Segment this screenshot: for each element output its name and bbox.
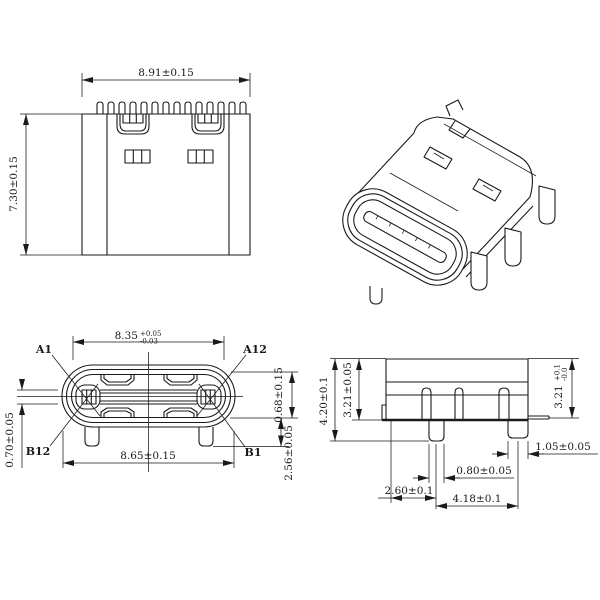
side-leg-offset-dim: 2.60±0.1 (385, 485, 434, 497)
pin-label-b12: B12 (26, 445, 51, 458)
front-view: A1 A12 B12 B1 8.35 +0.05 -0.03 8.65±0.15… (4, 330, 298, 481)
top-width-dim: 8.91±0.15 (138, 67, 194, 79)
side-right-leg-dim: 1.05±0.05 (535, 441, 591, 453)
side-leg-pitch-dim: 4.18±0.1 (453, 493, 502, 505)
side-view: 4.20±0.1 3.21±0.05 3.21 +0.1 -0.0 1.05±0… (318, 358, 598, 509)
side-body-height-dim: 3.21±0.05 (342, 362, 354, 418)
front-right-lower-dim: 2.56±0.05 (283, 425, 295, 481)
side-right-dim-tol-plus: +0.1 (554, 364, 562, 381)
front-right-upper-dim: 0.68±0.15 (273, 367, 285, 423)
side-left-leg-dim: 0.80±0.05 (456, 465, 512, 477)
pin-label-b1: B1 (245, 446, 262, 459)
pin-label-a12: A12 (242, 343, 267, 356)
front-top-dim-tol-minus: -0.03 (140, 338, 158, 346)
pin-label-a1: A1 (35, 343, 52, 356)
top-view: 8.91±0.15 7.30±0.15 (8, 67, 251, 256)
side-height-dim: 4.20±0.1 (318, 377, 330, 426)
top-height-dim: 7.30±0.15 (8, 156, 20, 212)
front-top-dim-tol-plus: +0.05 (140, 330, 161, 338)
side-right-dim-tol-minus: -0.0 (561, 368, 569, 382)
side-right-dim: 3.21 (553, 385, 565, 408)
front-left-dim: 0.70±0.05 (4, 412, 16, 468)
front-bottom-dim: 8.65±0.15 (120, 450, 176, 462)
iso-view (342, 99, 556, 305)
front-top-dim: 8.35 (115, 330, 138, 342)
